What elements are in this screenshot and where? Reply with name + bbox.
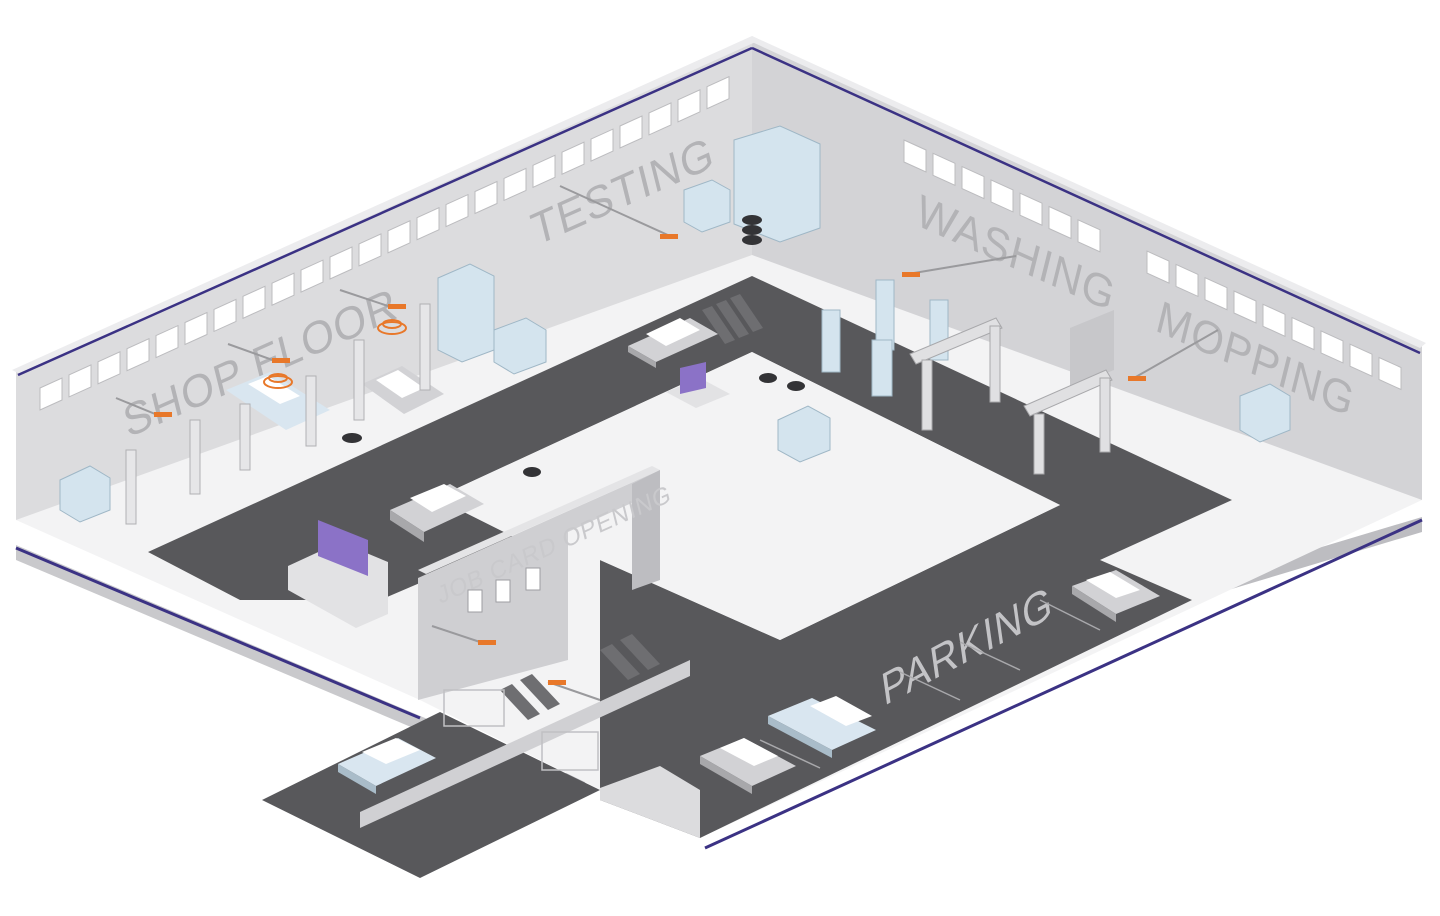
washing-frames	[909, 317, 1113, 475]
crosswalk-stripes-entrance	[500, 634, 660, 720]
parking-slot-lines	[759, 599, 1101, 769]
right-wall-windows	[903, 139, 1402, 391]
drawer-testing	[683, 179, 731, 233]
window	[271, 272, 295, 306]
window	[1146, 250, 1170, 284]
sensor-shop-2	[272, 358, 290, 363]
window	[474, 180, 498, 215]
window	[590, 128, 614, 162]
window	[961, 165, 985, 200]
cabinet-testing-tall	[733, 125, 821, 243]
sensor-testing	[660, 234, 678, 239]
car-parking-right	[1072, 570, 1160, 622]
car-parking-bottom	[700, 738, 796, 794]
window	[358, 233, 382, 267]
inner-island	[436, 352, 1060, 640]
window	[1019, 192, 1043, 226]
drawer-shop	[493, 317, 547, 375]
window	[1378, 356, 1402, 391]
island-desk	[666, 362, 730, 408]
window	[1077, 219, 1101, 253]
drawer-mopping	[1239, 383, 1291, 443]
signal-rings	[263, 319, 407, 389]
window	[387, 220, 411, 254]
window	[416, 206, 440, 241]
sensor-shop-3	[388, 304, 406, 309]
right-wall-top	[752, 36, 1426, 348]
entrance-gates	[443, 689, 599, 771]
job-card-building-top	[418, 466, 660, 574]
sensor-washing	[902, 272, 920, 277]
window	[329, 246, 353, 280]
window	[213, 298, 237, 333]
window	[903, 139, 927, 173]
window	[97, 351, 121, 385]
window	[242, 285, 266, 320]
window	[1320, 330, 1344, 364]
sensor-shop-1	[154, 412, 172, 417]
window	[990, 179, 1014, 213]
window	[1175, 263, 1199, 298]
drawer-island	[777, 405, 831, 463]
shop-floor-lifts	[125, 303, 431, 525]
window	[532, 154, 556, 189]
window	[39, 377, 63, 411]
reception-desk	[288, 520, 388, 628]
left-wall-windows	[39, 75, 730, 411]
sensor-entrance	[548, 680, 566, 685]
tires	[342, 215, 805, 477]
window	[1262, 303, 1286, 338]
car-entrance-blue	[338, 738, 436, 794]
window	[155, 324, 179, 359]
crosswalk-stripes-top	[702, 294, 763, 344]
car-shop-lift-blue	[226, 372, 330, 430]
window	[648, 102, 672, 136]
window	[126, 337, 150, 372]
window	[1048, 205, 1072, 240]
purple-stripe-front-right	[704, 518, 1423, 850]
window	[503, 167, 527, 202]
window	[677, 89, 701, 123]
car-top-road	[628, 318, 718, 368]
orange-sensors	[154, 234, 1146, 685]
wall-panel-mopping	[1070, 310, 1114, 388]
purple-stripe-left-wall	[17, 46, 753, 377]
window	[561, 141, 585, 175]
window	[706, 75, 730, 110]
car-parking-blue	[768, 696, 876, 758]
purple-stripe-right-wall	[751, 46, 1421, 355]
sensor-mopping	[1128, 376, 1146, 381]
purple-stripe-front-left	[15, 546, 421, 720]
window	[1204, 276, 1228, 311]
job-card-pillar	[632, 470, 660, 590]
overhead-sensor-arms	[115, 185, 1219, 701]
window	[300, 259, 324, 293]
window	[1349, 343, 1373, 377]
car-shop-lift-white	[362, 366, 444, 414]
sensor-job-card	[478, 640, 496, 645]
cabinet-shop-tall	[437, 263, 495, 363]
window	[619, 115, 643, 149]
window	[445, 193, 469, 228]
entrance-curb	[360, 660, 690, 828]
left-wall-top	[12, 36, 760, 374]
entrance-front-block	[600, 766, 700, 838]
car-island-left	[390, 484, 484, 542]
drawer-left	[59, 465, 111, 523]
window	[1233, 290, 1257, 324]
inner-road-loop	[148, 276, 1232, 838]
window	[932, 152, 956, 187]
window	[68, 364, 92, 398]
cabinets	[59, 125, 1291, 523]
window	[184, 311, 208, 346]
window	[1291, 316, 1315, 351]
job-card-windows	[467, 567, 541, 613]
